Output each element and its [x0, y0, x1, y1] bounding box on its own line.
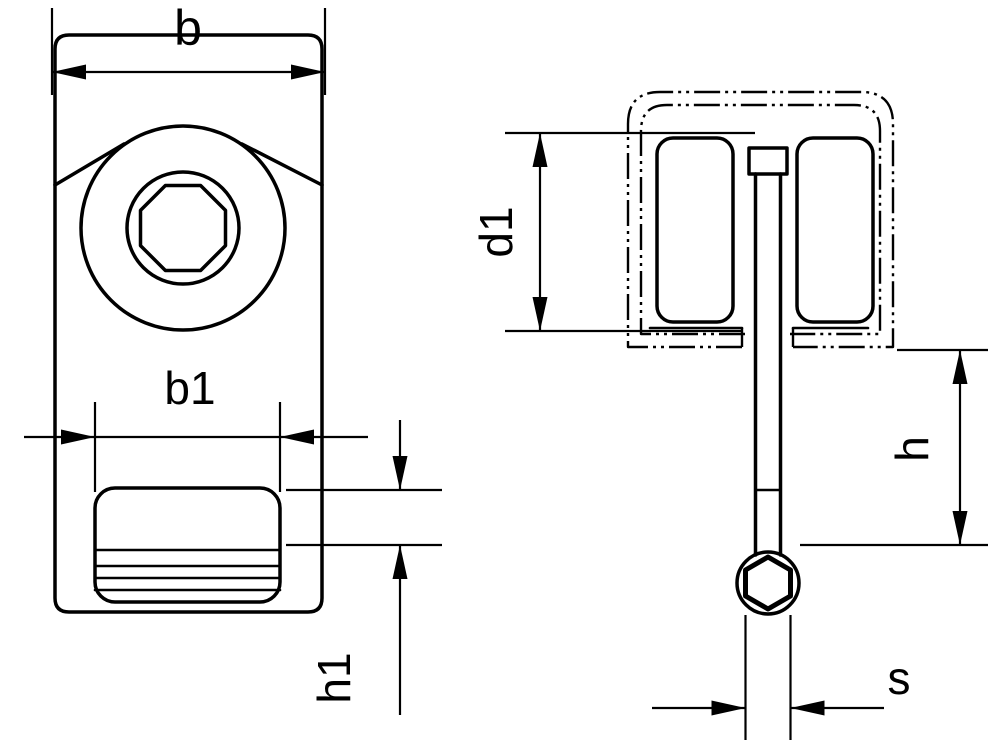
hex-nut	[138, 183, 228, 273]
roller-wheel-left	[655, 136, 735, 324]
dim-label-b1: b1	[164, 362, 215, 414]
dim-label-b: b	[174, 0, 202, 56]
dim-label-d1: d1	[470, 206, 522, 257]
dimension-b1: b1	[24, 362, 368, 492]
eyelet-hex-nut	[743, 554, 793, 612]
side-view: d1 h s	[470, 90, 988, 740]
front-view: b b1 h1	[24, 0, 442, 715]
dimension-h: h	[800, 348, 988, 547]
plate-notch-left	[53, 142, 126, 187]
dimension-d1: d1	[470, 131, 755, 333]
rail-outer-phantom	[626, 90, 895, 349]
rail-inner-phantom	[639, 103, 882, 336]
dimension-s: s	[652, 615, 911, 740]
axle-head	[747, 146, 789, 176]
roller-hub-circle	[125, 170, 241, 286]
dim-label-h1: h1	[308, 652, 360, 703]
plate-outline	[53, 33, 324, 614]
roller-outer-circle	[79, 124, 287, 332]
dimension-h1: h1	[286, 420, 442, 715]
plate-notch-right	[240, 142, 324, 187]
dimension-b: b	[50, 0, 327, 95]
dim-label-s: s	[888, 652, 911, 704]
buffer-block	[93, 486, 282, 604]
dim-label-h: h	[886, 436, 938, 462]
eyelet-circle	[735, 550, 801, 616]
roller-wheel-right	[795, 136, 875, 324]
